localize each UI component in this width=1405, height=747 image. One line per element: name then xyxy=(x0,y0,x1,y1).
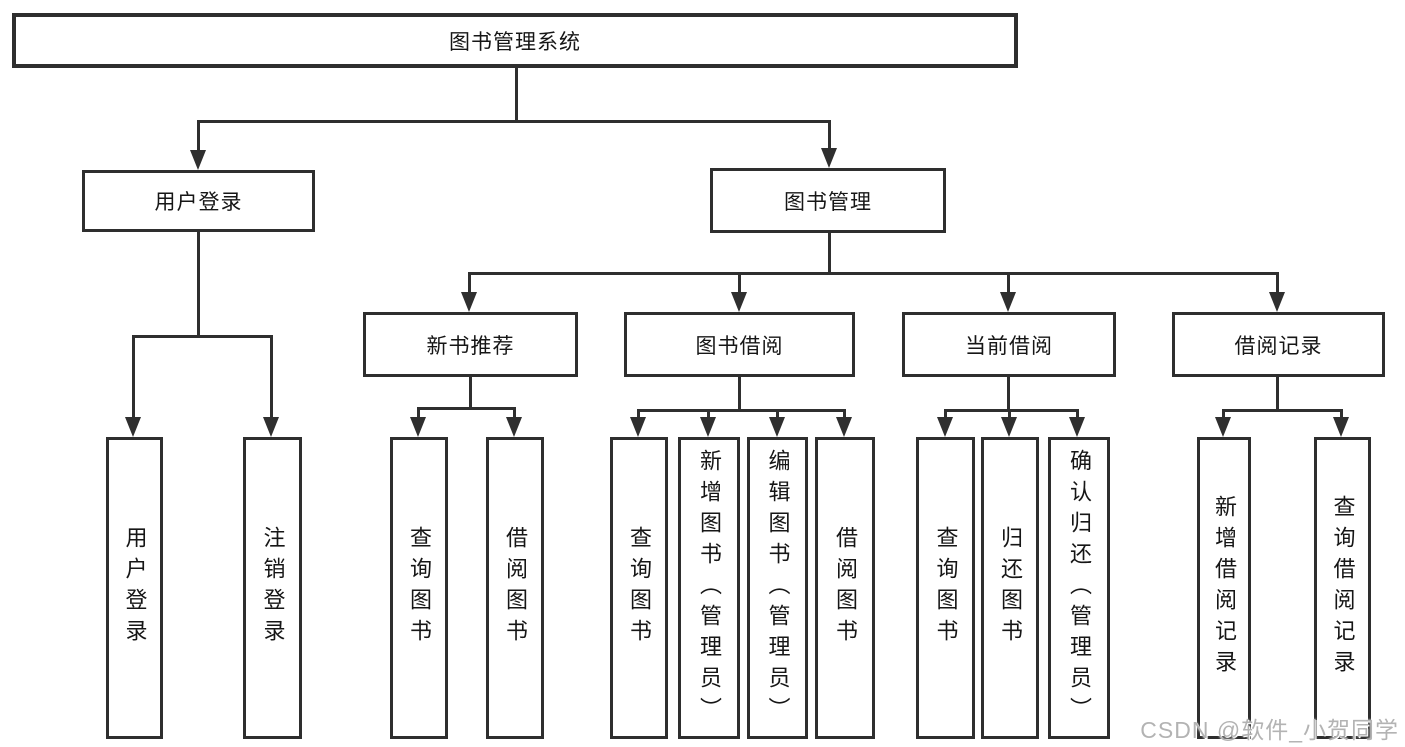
node-label: 图书管理系统 xyxy=(449,30,581,54)
arrowhead xyxy=(1215,417,1231,437)
connector-line xyxy=(515,68,518,120)
connector-line xyxy=(469,377,472,407)
leaf-label: 查询图书 xyxy=(627,526,652,650)
arrowhead xyxy=(125,417,141,437)
arrowhead xyxy=(1001,417,1017,437)
connector-line xyxy=(944,409,947,417)
arrowhead xyxy=(769,417,785,437)
node-label: 借阅记录 xyxy=(1234,334,1323,358)
connector-line xyxy=(828,233,831,272)
arrowhead xyxy=(700,417,716,437)
leaf-label: 归还图书 xyxy=(998,526,1023,650)
connector-line xyxy=(843,409,846,417)
arrowhead xyxy=(410,417,426,437)
node-label: 用户登录 xyxy=(154,191,243,214)
connector-line xyxy=(1276,272,1279,292)
node-borrowing-records: 借阅记录 xyxy=(1172,312,1385,377)
connector-line xyxy=(1008,409,1011,417)
connector-line xyxy=(1007,377,1010,409)
connector-line xyxy=(132,335,135,417)
connector-line xyxy=(776,409,779,417)
arrowhead xyxy=(836,417,852,437)
connector-line xyxy=(637,409,640,417)
connector-line xyxy=(738,272,741,292)
node-book-management: 图书管理 xyxy=(710,168,946,233)
connector-line xyxy=(1222,409,1225,417)
leaf-label: 确认归还（管理员） xyxy=(1067,448,1092,728)
leaf-label: 借阅图书 xyxy=(833,526,858,650)
node-label: 图书借阅 xyxy=(695,334,784,358)
connector-line xyxy=(828,120,831,148)
connector-line xyxy=(197,120,200,150)
arrowhead xyxy=(461,292,477,312)
node-label: 当前借阅 xyxy=(965,334,1053,358)
node-label: 图书管理 xyxy=(784,190,872,214)
leaf-label: 用户登录 xyxy=(122,526,148,650)
leaf-label: 编辑图书（管理员） xyxy=(765,448,791,728)
leaf-label: 借阅图书 xyxy=(503,526,528,650)
connector-line xyxy=(638,409,845,412)
arrowhead xyxy=(821,148,837,168)
connector-line xyxy=(197,232,200,335)
arrowhead xyxy=(190,150,206,170)
leaf-logout: 注销登录 xyxy=(243,437,302,739)
leaf-label: 新增借阅记录 xyxy=(1212,495,1237,681)
arrowhead xyxy=(731,292,747,312)
connector-line xyxy=(1076,409,1079,417)
leaf-label: 查询借阅记录 xyxy=(1330,495,1356,681)
connector-line xyxy=(133,335,273,338)
leaf-label: 查询图书 xyxy=(933,526,959,650)
leaf-query-books-current: 查询图书 xyxy=(916,437,975,739)
arrowhead xyxy=(1069,417,1085,437)
connector-line xyxy=(707,409,710,417)
arrowhead xyxy=(1269,292,1285,312)
arrowhead xyxy=(506,417,522,437)
leaf-user-login: 用户登录 xyxy=(106,437,163,739)
arrowhead xyxy=(937,417,953,437)
connector-line xyxy=(944,409,1078,412)
leaf-borrow-books-recommend: 借阅图书 xyxy=(486,437,544,739)
csdn-watermark: CSDN @软件_小贺同学 xyxy=(1140,717,1399,743)
node-book-borrowing: 图书借阅 xyxy=(624,312,855,377)
leaf-label: 新增图书（管理员） xyxy=(697,448,722,728)
node-library-management-system: 图书管理系统 xyxy=(12,13,1018,68)
leaf-confirm-return-admin: 确认归还（管理员） xyxy=(1048,437,1110,739)
connector-line xyxy=(468,272,1278,275)
arrowhead xyxy=(630,417,646,437)
leaf-query-borrow-record: 查询借阅记录 xyxy=(1314,437,1371,739)
node-label: 新书推荐 xyxy=(426,334,515,358)
leaf-add-books-admin: 新增图书（管理员） xyxy=(678,437,740,739)
connector-line xyxy=(417,407,420,417)
leaf-add-borrow-record: 新增借阅记录 xyxy=(1197,437,1251,739)
connector-line xyxy=(1223,409,1342,412)
leaf-return-books: 归还图书 xyxy=(981,437,1039,739)
arrowhead xyxy=(1333,417,1349,437)
arrowhead xyxy=(263,417,279,437)
leaf-label: 注销登录 xyxy=(260,526,286,650)
leaf-borrow-books: 借阅图书 xyxy=(815,437,875,739)
node-user-login: 用户登录 xyxy=(82,170,315,232)
connector-line xyxy=(1340,409,1343,417)
leaf-query-books-borrow: 查询图书 xyxy=(610,437,668,739)
connector-line xyxy=(1276,377,1279,409)
leaf-label: 查询图书 xyxy=(407,526,432,650)
node-current-borrowing: 当前借阅 xyxy=(902,312,1116,377)
node-new-book-recommendation: 新书推荐 xyxy=(363,312,578,377)
connector-line xyxy=(1007,272,1010,292)
leaf-edit-books-admin: 编辑图书（管理员） xyxy=(747,437,808,739)
connector-line xyxy=(738,377,741,409)
connector-line xyxy=(513,407,516,417)
arrowhead xyxy=(1000,292,1016,312)
leaf-query-books-recommend: 查询图书 xyxy=(390,437,448,739)
connector-line xyxy=(468,272,471,292)
connector-line xyxy=(270,335,273,417)
connector-line xyxy=(418,407,516,410)
connector-line xyxy=(197,120,831,123)
